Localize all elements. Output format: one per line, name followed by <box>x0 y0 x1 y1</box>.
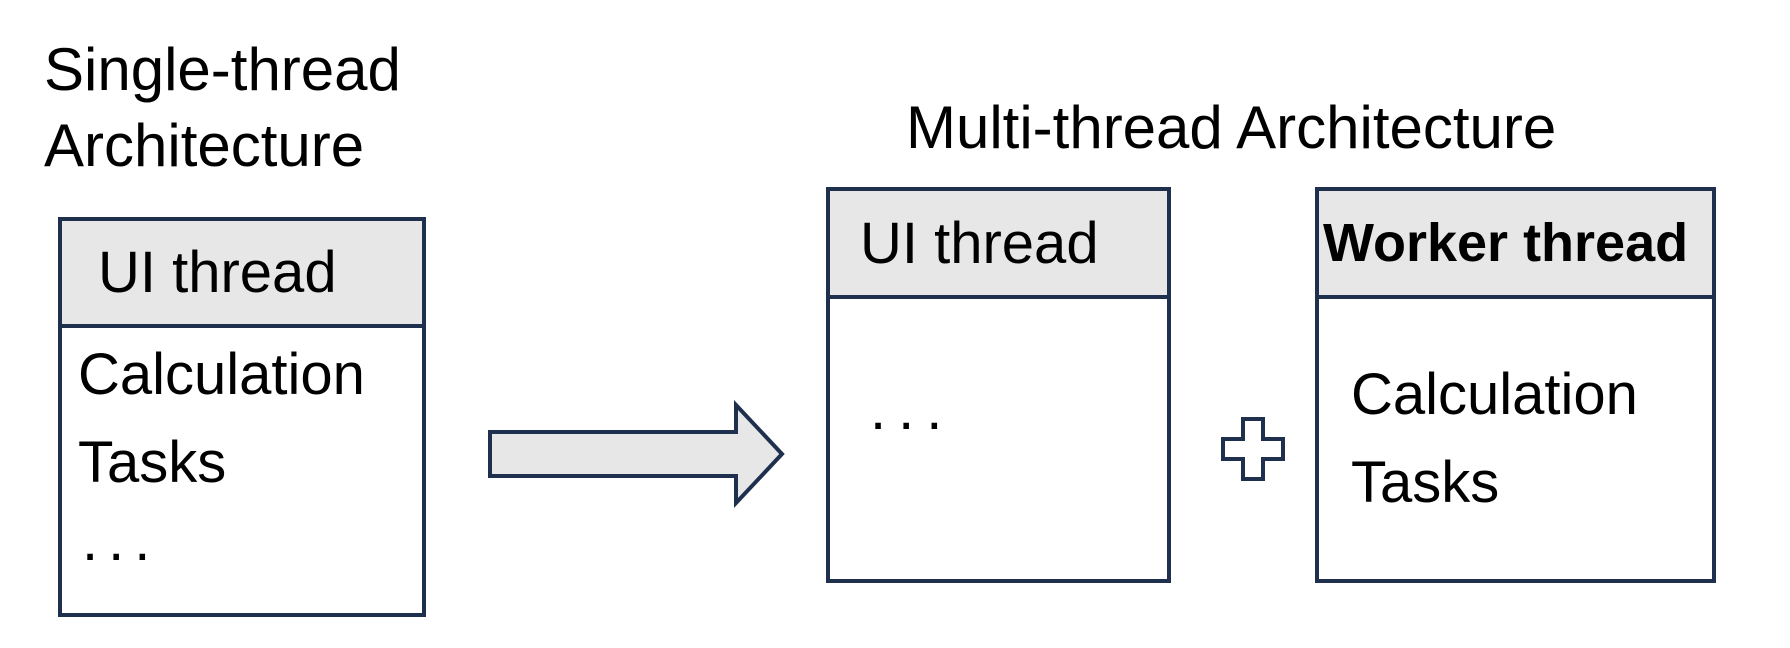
multi-ui-thread-label: UI thread <box>860 210 1099 276</box>
single-thread-title-line2: Architecture <box>44 112 365 180</box>
worker-thread-box: Worker thread Calculation Tasks <box>1315 187 1716 583</box>
single-ellipsis: ... <box>82 508 161 573</box>
multi-ui-thread-header: UI thread <box>830 191 1167 299</box>
single-ui-thread-header: UI thread <box>62 221 422 328</box>
single-calculation-tasks: Calculation Tasks <box>78 331 365 507</box>
worker-body-line2: Tasks <box>1351 450 1500 516</box>
multi-thread-title: Multi-thread Architecture <box>906 94 1557 161</box>
single-thread-title-line1: Single-thread <box>44 36 401 103</box>
multi-ui-ellipsis: ... <box>870 377 955 442</box>
single-thread-title: Single-thread Architecture <box>44 32 401 184</box>
multi-ui-thread-box: UI thread ... <box>826 187 1171 583</box>
single-ui-thread-label: UI thread <box>98 240 337 305</box>
worker-thread-label: Worker thread <box>1323 213 1689 273</box>
single-body-line2: Tasks <box>78 430 227 496</box>
worker-calculation-tasks: Calculation Tasks <box>1351 351 1638 527</box>
worker-thread-header: Worker thread <box>1319 191 1712 299</box>
plus-icon <box>1221 417 1285 481</box>
single-thread-box: UI thread Calculation Tasks ... <box>58 217 426 617</box>
single-body-line1: Calculation <box>78 342 365 407</box>
worker-body-line1: Calculation <box>1351 362 1638 427</box>
right-arrow-icon <box>488 400 785 509</box>
